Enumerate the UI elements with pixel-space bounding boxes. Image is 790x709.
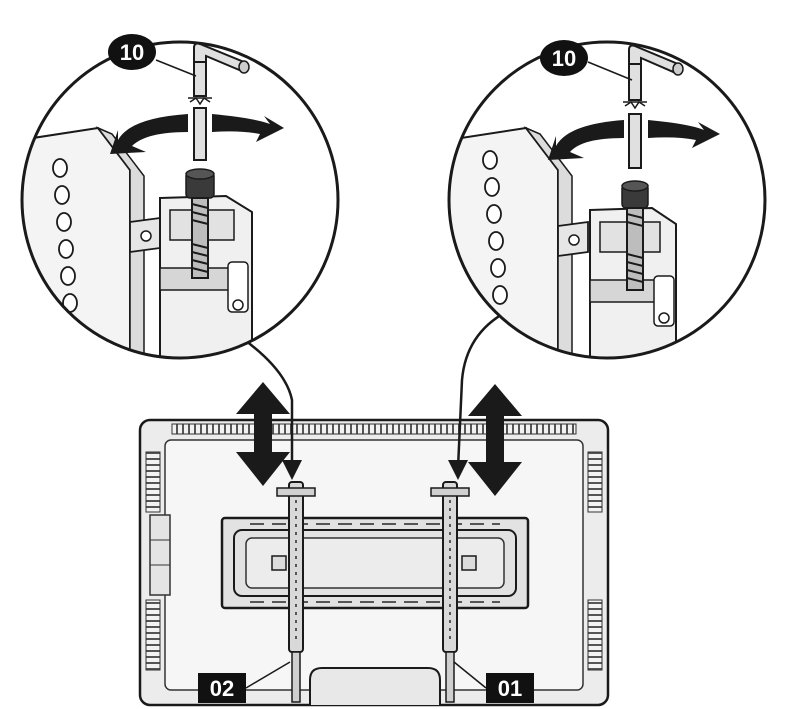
leader-line-left-arrow: [282, 460, 302, 480]
callout-tool-left-label: 10: [120, 40, 144, 65]
leader-line-left: [241, 336, 294, 468]
callout-bracket-right-label: 01: [498, 676, 522, 701]
callout-tool-right-label: 10: [552, 46, 576, 71]
up-down-arrow-icon: [468, 384, 522, 496]
leader-line-right-arrow: [448, 460, 468, 480]
bracket-arm-right: [430, 481, 470, 703]
callout-bracket-right: 01: [453, 661, 534, 703]
rotate-arrow-icon: [548, 120, 720, 160]
wall-plate: [220, 516, 530, 610]
allen-key-icon: [188, 42, 250, 161]
callout-bracket-left: 02: [198, 661, 291, 703]
bracket-arm-left: [276, 481, 316, 703]
callout-bracket-left-label: 02: [210, 676, 234, 701]
rotate-arrow-icon: [110, 114, 284, 154]
up-down-arrow-icon: [236, 382, 290, 486]
zoom-detail-right: 10: [447, 40, 767, 360]
callout-tool-left: 10: [108, 34, 197, 77]
leader-line-right: [456, 310, 507, 469]
zoom-detail-left: 10: [20, 34, 340, 360]
callout-tool-right: 10: [540, 40, 633, 81]
allen-key-icon: [623, 44, 684, 169]
